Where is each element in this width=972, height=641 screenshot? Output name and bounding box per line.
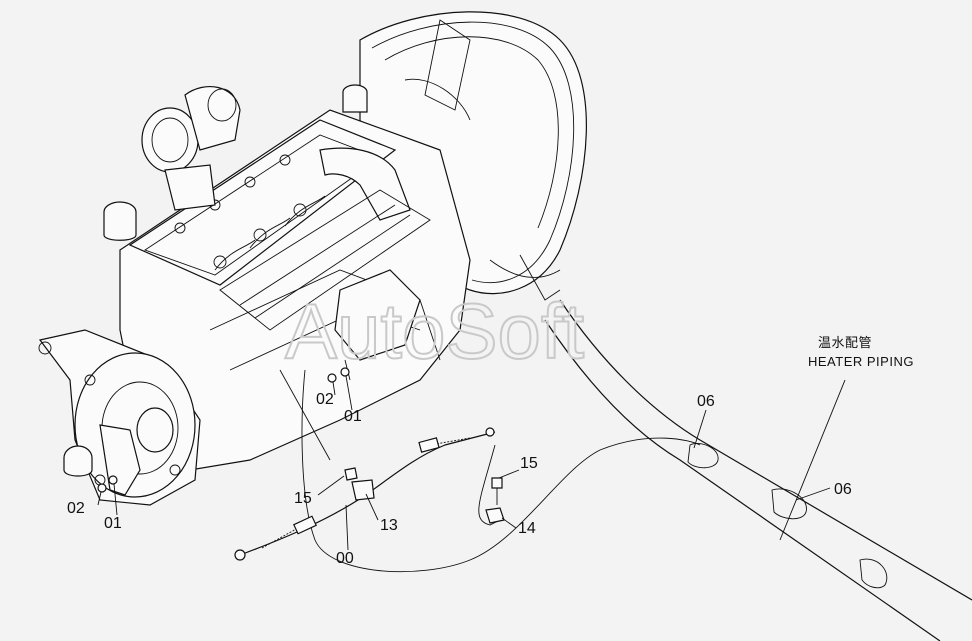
heater-pipe <box>544 299 972 641</box>
heater-piping-label-jp: 温水配管 <box>818 335 872 350</box>
engine-fasteners <box>97 367 358 493</box>
callout-14: 14 <box>518 520 536 537</box>
front-pulley-housing <box>38 329 201 506</box>
callout-06-upper: 06 <box>697 393 715 410</box>
leader-lines <box>97 375 846 551</box>
callout-00: 00 <box>336 550 354 567</box>
heater-hoses <box>279 369 701 573</box>
callout-06-lower: 06 <box>834 481 852 498</box>
callout-02-mount: 02 <box>67 500 85 517</box>
callout-01-mount: 01 <box>104 515 122 532</box>
callout-15-clamp: 15 <box>520 455 538 472</box>
callout-01-engine: 01 <box>344 408 362 425</box>
callout-13: 13 <box>380 517 398 534</box>
oil-filler <box>103 84 368 241</box>
callout-02-engine: 02 <box>316 391 334 408</box>
heater-piping-label-en: HEATER PIPING <box>808 354 914 369</box>
bolt-and-bracket-14 <box>485 477 505 524</box>
turbocharger <box>141 86 241 211</box>
watermark: AutoSoft <box>285 287 585 375</box>
callout-15-bracket: 15 <box>294 490 312 507</box>
throttle-cable <box>234 359 496 561</box>
